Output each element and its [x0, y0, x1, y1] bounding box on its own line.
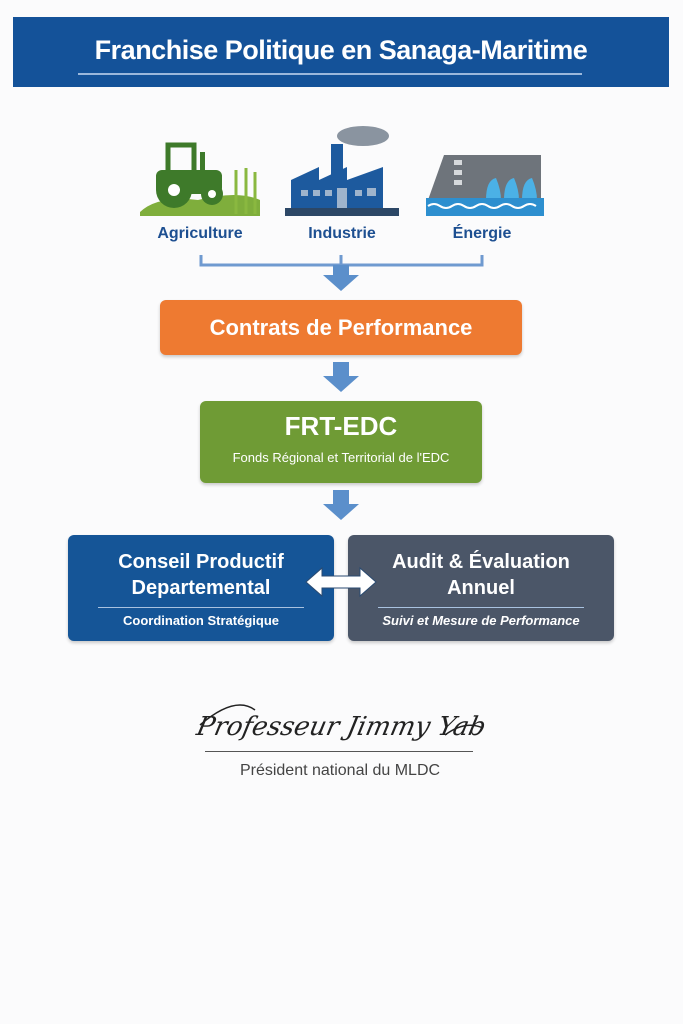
audit-title-2: Annuel [447, 577, 515, 599]
arrow-down-icon [323, 490, 359, 520]
sector-label-energie: Énergie [452, 225, 512, 242]
arrow-down-icon [323, 265, 359, 291]
title-underline [78, 73, 582, 75]
signature-caption: Président national du MLDC [239, 762, 441, 779]
merge-bracket [199, 255, 484, 267]
double-arrow-icon [305, 566, 377, 598]
fund-title: FRT-EDC [284, 411, 398, 441]
council-subtitle: Coordination Stratégique [123, 613, 279, 628]
tractor-icon [140, 142, 260, 216]
dam-icon [426, 155, 544, 216]
signature-line [205, 751, 473, 752]
signature: Professeur Jimmy Yab [195, 704, 485, 742]
sector-label-industrie: Industrie [308, 225, 376, 242]
svg-text:Professeur Jimmy Yab: Professeur Jimmy Yab [195, 712, 485, 742]
page-title: Franchise Politique en Sanaga-Maritime [94, 35, 588, 65]
header-banner: Franchise Politique en Sanaga-Maritime [13, 17, 669, 87]
sector-label-agriculture: Agriculture [157, 225, 243, 242]
council-title-2: Departemental [131, 577, 271, 599]
audit-subtitle: Suivi et Mesure de Performance [382, 613, 580, 628]
contracts-box: Contrats de Performance [160, 300, 522, 355]
arrow-down-icon [323, 362, 359, 392]
factory-icon [285, 126, 399, 216]
council-title-1: Conseil Productif [118, 551, 284, 573]
audit-title-1: Audit & Évaluation [392, 551, 570, 573]
fund-box: FRT-EDC Fonds Régional et Territorial de… [200, 401, 482, 483]
fund-subtitle: Fonds Régional et Territorial de l'EDC [232, 450, 450, 465]
flow-connectors [199, 255, 484, 520]
contracts-label: Contrats de Performance [209, 315, 473, 340]
